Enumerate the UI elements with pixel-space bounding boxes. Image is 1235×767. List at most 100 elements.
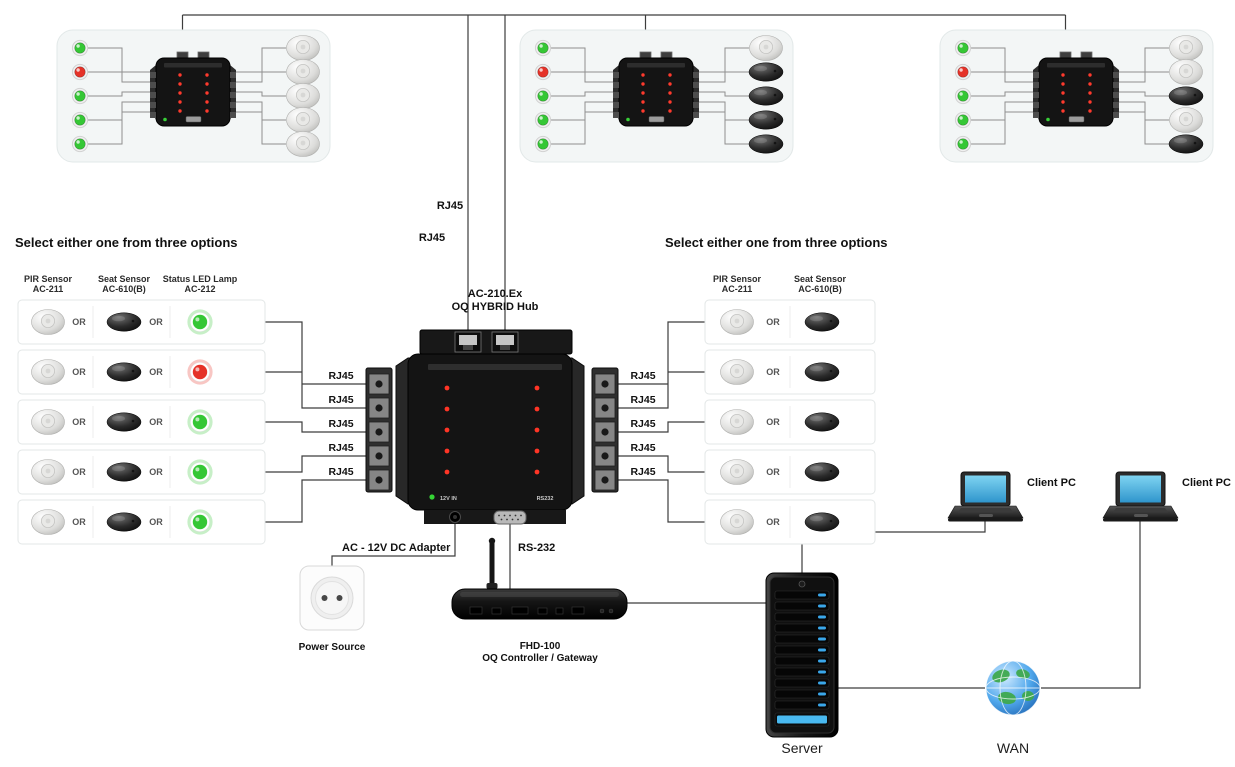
or-label: OR (72, 467, 86, 477)
server-tower-icon (766, 573, 838, 737)
pir-sensor-icon (1169, 107, 1203, 133)
hub-serial-port-label: RS232 (537, 496, 554, 502)
or-label: OR (766, 517, 780, 527)
pir-sensor-icon (286, 59, 320, 85)
or-label: OR (766, 317, 780, 327)
client-pc-label: Client PC (1182, 477, 1231, 489)
laptop-icon (947, 471, 1024, 522)
or-label: OR (72, 317, 86, 327)
wan: WAN (985, 660, 1041, 756)
or-label: OR (149, 417, 163, 427)
rj45-label: RJ45 (419, 232, 445, 244)
or-label: OR (72, 517, 86, 527)
laptop-icon (1102, 471, 1179, 522)
led-indicator (71, 39, 89, 57)
led-indicator (71, 87, 89, 105)
server-label: Server (781, 740, 823, 756)
or-label: OR (149, 367, 163, 377)
column-header: AC-211 (722, 284, 753, 294)
or-label: OR (72, 367, 86, 377)
status-led-lamp-icon (186, 458, 214, 486)
terminal-block-left (366, 368, 392, 492)
antenna-hinge (486, 583, 498, 589)
pir-sensor-icon (286, 83, 320, 109)
dc-jack-icon (449, 511, 461, 523)
right-options-section: Select either one from three options PIR… (630, 235, 888, 544)
column-header: AC-610(B) (102, 284, 146, 294)
status-led-lamp-icon (186, 358, 214, 386)
server: Server (766, 573, 838, 756)
status-led-lamp-icon (186, 408, 214, 436)
right-option-row: OR (705, 500, 875, 544)
led-indicator (954, 39, 972, 57)
hub-model-label: AC-210.Ex (468, 288, 523, 300)
led-indicator (71, 135, 89, 153)
seat-sensor-icon (748, 110, 784, 130)
pir-sensor-icon (749, 35, 783, 61)
adapter-label: AC - 12V DC Adapter (342, 542, 451, 554)
led-indicator (71, 63, 89, 81)
section-title: Select either one from three options (15, 235, 238, 250)
or-label: OR (766, 417, 780, 427)
oq-hybrid-hub: AC-210.Ex OQ HYBRID Hub 12V IN RS232 (366, 288, 618, 525)
section-title: Select either one from three options (665, 235, 888, 250)
or-label: OR (766, 367, 780, 377)
rj45-label: RJ45 (328, 418, 353, 430)
or-label: OR (149, 317, 163, 327)
column-header: PIR Sensor (713, 274, 762, 284)
controller-name-label: OQ Controller / Gateway (482, 653, 598, 664)
wall-socket-icon (299, 565, 365, 631)
globe-icon (985, 660, 1041, 716)
or-label: OR (72, 417, 86, 427)
room-panel-1 (56, 29, 331, 163)
rj45-port-icon (491, 331, 519, 353)
column-header: Seat Sensor (98, 274, 151, 284)
led-indicator (71, 111, 89, 129)
column-header: AC-212 (184, 284, 215, 294)
room-panel-2 (519, 29, 794, 163)
rs232-label: RS-232 (518, 542, 555, 554)
led-indicator (954, 135, 972, 153)
right-option-row: OR (705, 450, 875, 494)
controller-model-label: FHD-100 (520, 641, 561, 652)
column-header: AC-211 (33, 284, 64, 294)
left-option-row: OR OR (18, 450, 265, 494)
seat-sensor-icon (748, 62, 784, 82)
rj45-port-icon (454, 331, 482, 353)
mini-hub-device (149, 51, 237, 127)
led-indicator (534, 39, 552, 57)
mini-hub-device (612, 51, 700, 127)
rj45-label: RJ45 (328, 394, 353, 406)
led-indicator (534, 63, 552, 81)
backbone-wires (331, 521, 1141, 689)
or-label: OR (149, 517, 163, 527)
left-options-section: Select either one from three options PIR… (15, 235, 354, 544)
column-header: AC-610(B) (798, 284, 842, 294)
mini-hub-device (1032, 51, 1120, 127)
right-option-row: OR (705, 350, 875, 394)
status-led-lamp-icon (186, 508, 214, 536)
hub-power-led (429, 494, 435, 500)
or-label: OR (766, 467, 780, 477)
controller-box-icon (451, 588, 628, 620)
rj45-label: RJ45 (437, 200, 463, 212)
led-indicator (954, 63, 972, 81)
right-option-row: OR (705, 300, 875, 344)
rj45-label: RJ45 (630, 370, 655, 382)
seat-sensor-icon (1168, 86, 1204, 106)
pir-sensor-icon (286, 107, 320, 133)
or-label: OR (149, 467, 163, 477)
column-header: Seat Sensor (794, 274, 847, 284)
rj45-label: RJ45 (328, 466, 353, 478)
client-pc-1: Client PC (947, 471, 1076, 522)
left-option-row: OR OR (18, 400, 265, 444)
antenna-icon (489, 541, 495, 587)
client-pc-2: Client PC (1102, 471, 1231, 522)
column-header: PIR Sensor (24, 274, 73, 284)
right-option-row: OR (705, 400, 875, 444)
rj45-label: RJ45 (630, 466, 655, 478)
left-option-row: OR OR (18, 300, 265, 344)
left-option-row: OR OR (18, 350, 265, 394)
